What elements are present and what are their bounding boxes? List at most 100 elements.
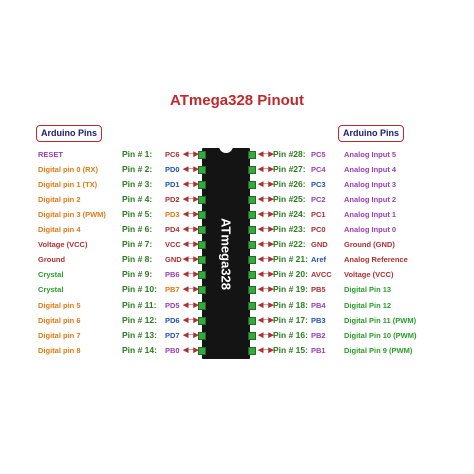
left-pin-arrow: ◀─▶ xyxy=(183,166,199,174)
left-pin-arrow: ◀─▶ xyxy=(183,211,199,219)
left-pin-number: Pin # 6: xyxy=(122,224,153,235)
right-pin-function: Analog Input 2 xyxy=(344,195,397,205)
left-pin-port: GND xyxy=(165,255,182,265)
left-pin-port: PD7 xyxy=(165,330,180,340)
right-pin-function: Digital Pin 10 (PWM) xyxy=(344,330,417,340)
right-pin-function: Analog Input 4 xyxy=(344,165,397,175)
right-pin-number: Pin # 16: xyxy=(273,329,308,340)
right-pin-port: Aref xyxy=(311,255,327,265)
right-pin-function: Analog Input 1 xyxy=(344,210,397,220)
right-pin-number: Pin # 19: xyxy=(273,284,308,295)
right-pin-arrow: ◀─▶ xyxy=(258,226,274,234)
left-pin-leg xyxy=(198,211,206,220)
left-pin-function: Digital pin 2 xyxy=(38,195,81,205)
left-pin-port: PB0 xyxy=(165,345,180,355)
left-pin-function: RESET xyxy=(38,150,64,159)
left-pin-leg xyxy=(198,196,206,205)
left-pin-leg xyxy=(198,286,206,295)
left-pin-arrow: ◀─▶ xyxy=(183,331,199,339)
right-pin-function: Analog Input 3 xyxy=(344,180,397,190)
left-pin-function: Digital pin 6 xyxy=(38,315,81,325)
left-pin-arrow: ◀─▶ xyxy=(183,301,199,309)
right-pin-number: Pin #26: xyxy=(273,179,306,190)
right-pin-number: Pin # 18: xyxy=(273,299,308,310)
right-pin-port: PC1 xyxy=(311,210,326,220)
right-pin-function: Analog Input 0 xyxy=(344,225,397,235)
left-pin-number: Pin # 11: xyxy=(122,299,157,310)
right-pin-number: Pin # 15: xyxy=(273,344,308,355)
right-pin-port: PB5 xyxy=(311,285,326,295)
right-pin-port: PB3 xyxy=(311,315,326,325)
right-pin-leg xyxy=(248,226,256,235)
right-pin-function: Voltage (VCC) xyxy=(344,270,394,280)
right-pin-leg xyxy=(248,331,256,340)
right-pin-port: PC3 xyxy=(311,180,326,190)
right-pin-function: Digital Pin 9 (PWM) xyxy=(344,345,413,355)
left-pin-leg xyxy=(198,166,206,175)
right-pin-port: PB4 xyxy=(311,300,326,310)
left-pin-function: Digital pin 8 xyxy=(38,345,81,355)
left-pin-port: PD4 xyxy=(165,225,180,235)
right-pin-arrow: ◀─▶ xyxy=(258,256,274,264)
left-pin-leg xyxy=(198,151,206,159)
left-pin-number: Pin # 5: xyxy=(122,209,153,220)
left-pin-number: Pin # 7: xyxy=(122,239,153,250)
left-pin-number: Pin # 1: xyxy=(122,149,153,159)
right-pin-port: PC0 xyxy=(311,225,326,235)
right-pin-leg xyxy=(248,211,256,220)
right-pin-function: Analog Input 5 xyxy=(344,150,397,159)
right-pin-leg xyxy=(248,271,256,280)
left-pin-leg xyxy=(198,226,206,235)
left-pin-function: Digital pin 4 xyxy=(38,225,81,235)
left-header-badge: Arduino Pins xyxy=(36,125,102,142)
left-pin-port: PD3 xyxy=(165,210,180,220)
left-pin-arrow: ◀─▶ xyxy=(183,151,199,158)
right-pin-number: Pin # 20: xyxy=(273,269,308,280)
right-pin-function: Digital Pin 11 (PWM) xyxy=(344,315,417,325)
right-pin-function: Analog Reference xyxy=(344,255,408,265)
atmega328-chip: ATmega328 xyxy=(202,145,250,359)
left-pin-function: Crystal xyxy=(38,285,64,295)
right-pin-port: AVCC xyxy=(311,270,332,280)
right-pin-arrow: ◀─▶ xyxy=(258,316,274,324)
right-pin-number: Pin #27: xyxy=(273,164,306,175)
left-pin-arrow: ◀─▶ xyxy=(183,286,199,294)
right-pin-leg xyxy=(248,241,256,250)
left-pin-leg xyxy=(198,331,206,340)
left-pin-arrow: ◀─▶ xyxy=(183,271,199,279)
left-pin-number: Pin # 10: xyxy=(122,284,157,295)
right-pin-port: GND xyxy=(311,240,328,250)
left-pin-number: Pin # 9: xyxy=(122,269,153,280)
right-pin-leg xyxy=(248,256,256,265)
left-pin-leg xyxy=(198,181,206,190)
left-pin-arrow: ◀─▶ xyxy=(183,226,199,234)
right-pin-number: Pin #25: xyxy=(273,194,306,205)
right-pin-port: PC5 xyxy=(311,150,326,159)
left-pin-number: Pin # 3: xyxy=(122,179,153,190)
left-pin-function: Digital pin 7 xyxy=(38,330,81,340)
right-pin-function: Ground (GND) xyxy=(344,240,395,250)
right-pin-number: Pin # 21: xyxy=(273,254,308,265)
right-pin-number: Pin #24: xyxy=(273,209,306,220)
left-pin-leg xyxy=(198,241,206,250)
right-pin-port: PC2 xyxy=(311,195,326,205)
left-pin-number: Pin # 12: xyxy=(122,314,157,325)
right-pin-leg xyxy=(248,181,256,190)
left-pin-port: PD6 xyxy=(165,315,180,325)
right-header-badge: Arduino Pins xyxy=(338,125,404,142)
right-pin-arrow: ◀─▶ xyxy=(258,346,274,354)
left-pin-number: Pin # 2: xyxy=(122,164,153,175)
left-pin-arrow: ◀─▶ xyxy=(183,256,199,264)
left-pin-function: Voltage (VCC) xyxy=(38,240,88,250)
left-pin-arrow: ◀─▶ xyxy=(183,241,199,249)
left-pin-function: Crystal xyxy=(38,270,64,280)
right-pin-arrow: ◀─▶ xyxy=(258,301,274,309)
chip-notch xyxy=(219,145,233,153)
right-pin-number: Pin #22: xyxy=(273,239,306,250)
right-pin-arrow: ◀─▶ xyxy=(258,331,274,339)
right-pin-function: Digital Pin 12 xyxy=(344,300,392,310)
left-pin-port: PC6 xyxy=(165,150,180,159)
left-pin-function: Ground xyxy=(38,255,66,265)
right-pin-arrow: ◀─▶ xyxy=(258,241,274,249)
left-pin-function: Digital pin 5 xyxy=(38,300,81,310)
